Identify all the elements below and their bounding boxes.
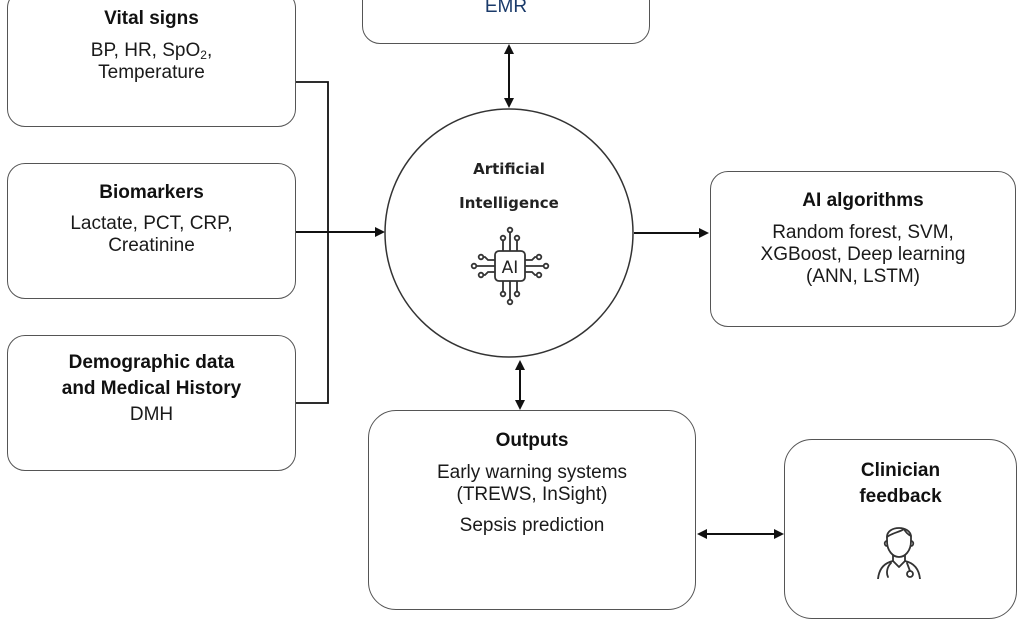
ai-center-title-line1: Artificial: [473, 160, 545, 178]
vital-signs-line1: BP, HR, SpO: [90, 40, 201, 61]
emr-box: EMR: [362, 0, 650, 44]
vital-signs-box: Vital signs BP, HR, SpO2, Temperature: [7, 0, 296, 127]
ai-center-title-line2: Intelligence: [459, 194, 559, 212]
demographic-box: Demographic data and Medical History DMH: [7, 335, 296, 471]
ai-algorithms-body: Random forest, SVM, XGBoost, Deep learni…: [711, 222, 1015, 288]
ai-chip-label: AI: [502, 258, 519, 278]
biomarkers-line1: Lactate, PCT, CRP,: [70, 213, 233, 234]
vital-signs-body: BP, HR, SpO2, Temperature: [8, 40, 295, 84]
demographic-title-line2: and Medical History: [61, 378, 242, 399]
ai-chip-icon: AI: [470, 226, 550, 306]
outputs-body: Early warning systems (TREWS, InSight): [369, 462, 695, 506]
clinician-title-line1: Clinician: [860, 460, 941, 481]
vital-signs-title: Vital signs: [104, 8, 199, 29]
ai-algorithms-line1: Random forest, SVM,: [772, 222, 954, 243]
outputs-line2: (TREWS, InSight): [456, 484, 608, 505]
demographic-title: Demographic data and Medical History: [8, 350, 295, 402]
vital-signs-subscript: 2: [200, 48, 207, 62]
biomarkers-line2: Creatinine: [108, 235, 195, 256]
outputs-box: Outputs Early warning systems (TREWS, In…: [368, 410, 696, 610]
vital-signs-connector: [294, 81, 329, 404]
outputs-line1: Early warning systems: [436, 462, 628, 483]
demographic-title-line1: Demographic data: [68, 352, 235, 373]
ai-algorithms-box: AI algorithms Random forest, SVM, XGBoos…: [710, 171, 1016, 327]
vital-signs-line1-suffix: ,: [206, 40, 213, 61]
biomarkers-title: Biomarkers: [99, 182, 204, 203]
biomarkers-body: Lactate, PCT, CRP, Creatinine: [8, 213, 295, 257]
outputs-line3: Sepsis prediction: [459, 515, 605, 536]
ai-algorithms-line3: (ANN, LSTM): [806, 266, 920, 287]
emr-title: EMR: [484, 0, 528, 17]
ai-algorithms-line2: XGBoost, Deep learning: [760, 244, 966, 265]
ai-algorithms-title: AI algorithms: [802, 190, 924, 211]
clinician-title-line2: feedback: [859, 486, 942, 507]
vital-signs-line2: Temperature: [98, 62, 205, 83]
ai-center-title: Artificial Intelligence: [429, 152, 589, 220]
doctor-icon: [877, 527, 921, 579]
clinician-feedback-title: Clinician feedback: [785, 458, 1016, 510]
demographic-body: DMH: [129, 404, 174, 425]
biomarkers-box: Biomarkers Lactate, PCT, CRP, Creatinine: [7, 163, 296, 299]
outputs-title: Outputs: [495, 430, 569, 451]
